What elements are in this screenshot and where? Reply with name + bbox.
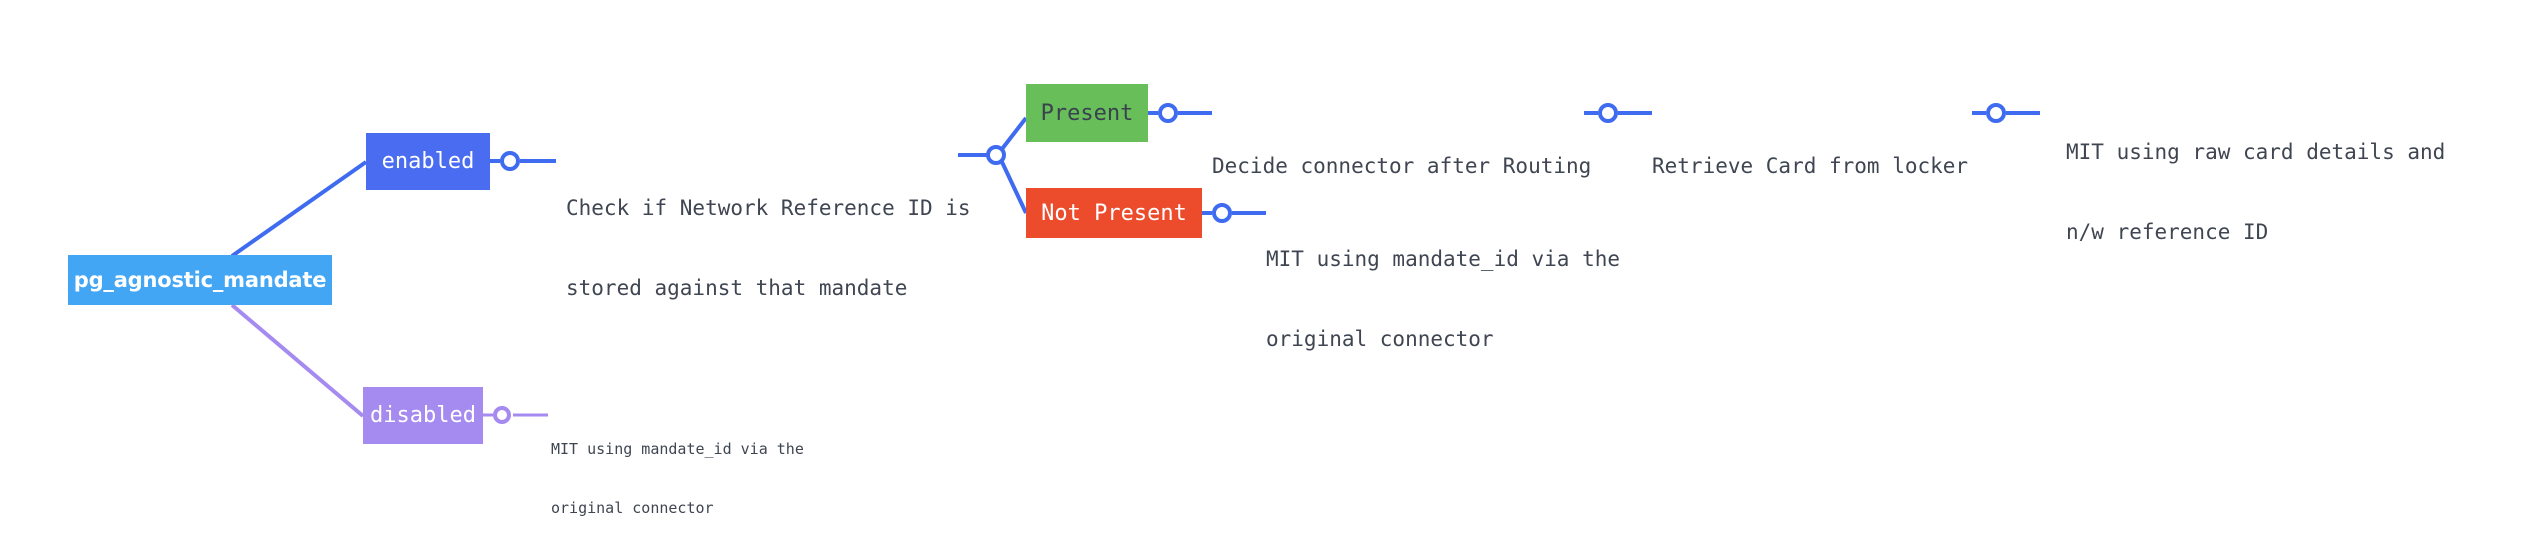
connector-dot-retrieve (1986, 103, 2006, 123)
connector-dot-decide (1598, 103, 1618, 123)
connector-dot-notpresent (1212, 203, 1232, 223)
leaf-decide-connector-after-routing: Decide connector after Routing (1212, 99, 1591, 233)
node-not-present-label: Not Present (1041, 200, 1187, 226)
edge-root-to-enabled (230, 160, 368, 258)
connector-dot-disabled (493, 406, 511, 424)
edge-junction-to-present (1000, 116, 1028, 151)
mindmap-canvas: pg_agnostic_mandate enabled disabled Pre… (68, 84, 2445, 517)
connector-dot-branch-junction (986, 145, 1006, 165)
leaf-mit-using-raw-card-details: MIT using raw card details and n/w refer… (2066, 85, 2445, 300)
connector-dot-enabled (500, 151, 520, 171)
node-root-pg-agnostic-mandate[interactable]: pg_agnostic_mandate (68, 255, 332, 305)
leaf-mit-raw-line-2: n/w reference ID (2066, 220, 2269, 245)
leaf-mit-using-mandate-id-not-present: MIT using mandate_id via the original co… (1266, 192, 1620, 407)
leaf-mit-using-mandate-id-disabled: MIT using mandate_id via the original co… (551, 400, 804, 558)
node-disabled-label: disabled (370, 403, 476, 428)
node-not-present[interactable]: Not Present (1026, 188, 1202, 238)
node-enabled-label: enabled (381, 149, 475, 174)
leaf-check-line-1: Check if Network Reference ID is (566, 195, 971, 220)
leaf-mit-mandate-b-line-2: original connector (551, 498, 714, 517)
leaf-retrieve-line-1: Retrieve Card from locker (1652, 153, 1969, 178)
node-present-label: Present (1040, 100, 1134, 126)
leaf-retrieve-card-from-locker: Retrieve Card from locker (1652, 99, 1968, 233)
leaf-check-network-reference-id: Check if Network Reference ID is stored … (566, 141, 971, 356)
leaf-decide-line-1: Decide connector after Routing (1212, 153, 1592, 178)
connector-dot-present (1158, 103, 1178, 123)
leaf-mit-raw-line-1: MIT using raw card details and (2066, 139, 2446, 164)
leaf-check-line-2: stored against that mandate (566, 276, 908, 301)
leaf-mit-mandate-a-line-1: MIT using mandate_id via the (1266, 246, 1621, 271)
edge-root-to-disabled (230, 303, 365, 418)
leaf-mit-mandate-a-line-2: original connector (1266, 327, 1494, 352)
node-root-label: pg_agnostic_mandate (73, 268, 327, 292)
leaf-mit-mandate-b-line-1: MIT using mandate_id via the (551, 439, 804, 458)
node-present[interactable]: Present (1026, 84, 1148, 142)
node-enabled[interactable]: enabled (366, 133, 490, 190)
edge-junction-to-notpresent (1000, 161, 1028, 214)
node-disabled[interactable]: disabled (363, 387, 483, 444)
